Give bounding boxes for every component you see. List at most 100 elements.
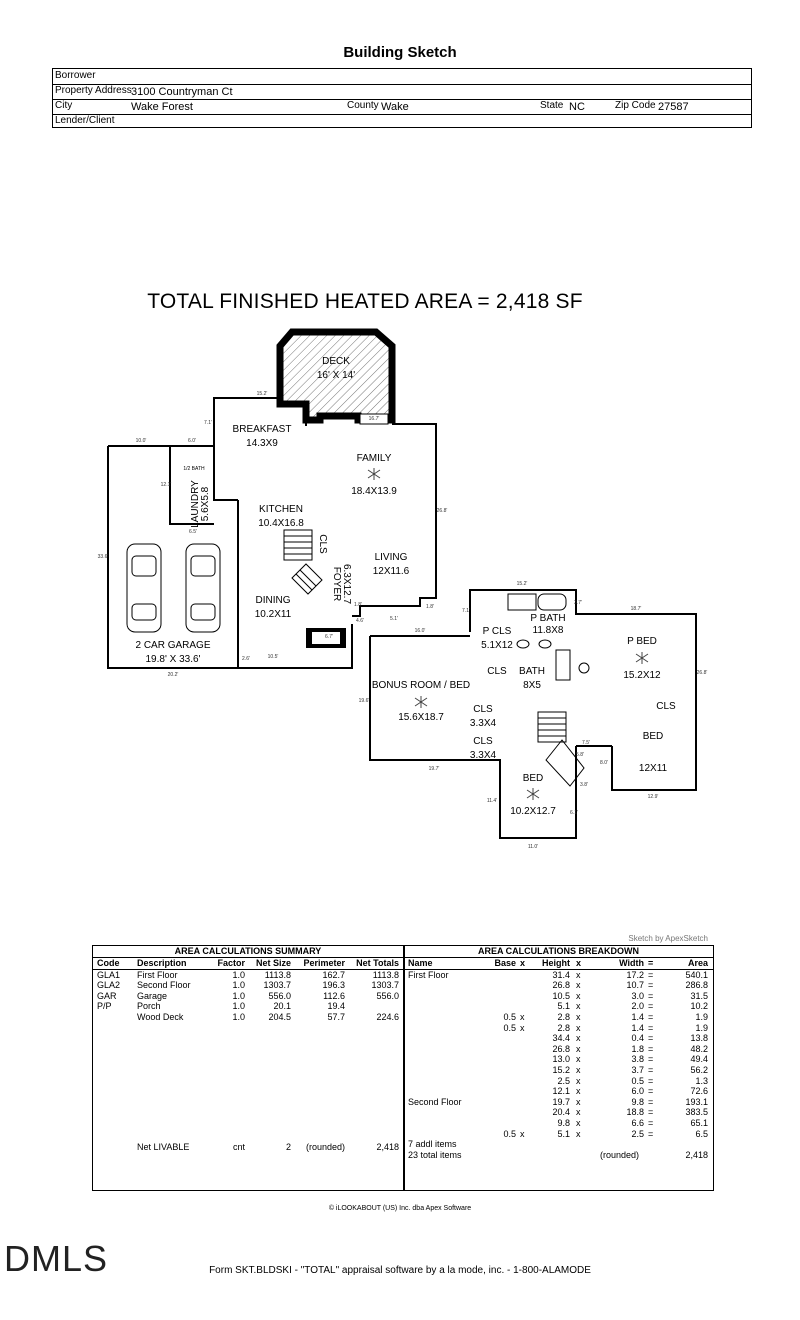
- summary-cell: 1303.7: [371, 980, 399, 991]
- breakdown-header-cell: Width: [619, 958, 644, 968]
- deck-outline: [276, 328, 396, 424]
- summary-cell: GAR: [97, 990, 117, 1001]
- breakdown-header-cell: Height: [542, 958, 570, 968]
- breakdown-cell: 15.2: [552, 1064, 570, 1075]
- dim-label: 7.1': [204, 420, 212, 426]
- living-label: LIVING: [375, 552, 408, 563]
- summary-cell: Porch: [137, 1001, 161, 1012]
- bed-south-size: 10.2X12.7: [510, 806, 556, 817]
- breakdown-cell: 26.8: [552, 1043, 570, 1054]
- summary-header-cell: Code: [97, 958, 120, 968]
- dim-label: 4.6': [356, 618, 364, 624]
- floor-plan: DECK 16' X 14' BREAKFAST 14.3X9 FAMILY 1…: [98, 328, 707, 850]
- ceiling-fan-icons: [367, 468, 649, 800]
- summary-cell: 1113.8: [264, 969, 291, 980]
- dim-label: 8.0': [600, 760, 608, 766]
- breakdown-cell: x: [520, 1022, 525, 1033]
- cls-label-3: CLS: [473, 736, 493, 747]
- summary-cell: 204.5: [268, 1011, 291, 1022]
- city-label: City: [55, 100, 73, 111]
- addl-items: 7 addl items: [408, 1139, 457, 1150]
- breakdown-cell: =: [648, 1001, 654, 1012]
- summary-cell: 1.0: [232, 990, 245, 1001]
- breakdown-cell: 2.8: [557, 1022, 570, 1033]
- dim-label: 12.1': [161, 482, 172, 488]
- breakdown-cell: 6.6: [631, 1117, 644, 1128]
- cls-first-label: CLS: [317, 534, 328, 554]
- breakdown-cell: =: [648, 1011, 654, 1022]
- dim-label: 19.7': [429, 766, 440, 772]
- breakdown-cell: =: [648, 969, 654, 980]
- breakdown-cell: 10.2: [690, 1001, 708, 1012]
- breakdown-cell: 6.0: [631, 1086, 644, 1097]
- city-value: Wake Forest: [131, 101, 193, 113]
- net-livable-count: 2: [285, 1142, 291, 1152]
- breakdown-cell: x: [576, 1001, 581, 1012]
- summary-title: AREA CALCULATIONS SUMMARY: [93, 946, 403, 958]
- area-summary-table: AREA CALCULATIONS SUMMARY Code Descripti…: [93, 946, 405, 1190]
- city-row: City Wake Forest County Wake State NC Zi…: [53, 99, 751, 115]
- breakdown-cell: x: [576, 1011, 581, 1022]
- breakdown-header-cell: Area: [687, 958, 708, 968]
- breakdown-cell: 13.0: [552, 1054, 570, 1065]
- lender-row: Lender/Client: [53, 114, 751, 129]
- cls-size-3: 3.3X4: [470, 750, 497, 761]
- pbed-label: P BED: [627, 636, 657, 647]
- breakdown-cell: 56.2: [690, 1064, 708, 1075]
- dim-label: 1.8': [426, 604, 434, 610]
- breakdown-cell: 1.9: [695, 1022, 708, 1033]
- kitchen-label: KITCHEN: [259, 504, 303, 515]
- breakdown-cell: =: [648, 990, 654, 1001]
- breakdown-cell: 193.1: [685, 1096, 708, 1107]
- breakdown-cell: First Floor: [408, 969, 449, 980]
- summary-cell: 556.0: [268, 990, 291, 1001]
- net-livable-label: Net LIVABLE: [137, 1142, 190, 1152]
- breakdown-cell: x: [520, 1128, 525, 1139]
- area-breakdown-table: AREA CALCULATIONS BREAKDOWN Name Base x …: [404, 946, 713, 1190]
- deck-size: 16' X 14': [317, 370, 355, 381]
- breakdown-cell: 31.5: [690, 990, 708, 1001]
- breakdown-cell: 6.5: [695, 1128, 708, 1139]
- breakdown-cell: x: [576, 1096, 581, 1107]
- breakdown-cell: 1.3: [695, 1075, 708, 1086]
- breakdown-cell: 1.4: [631, 1022, 644, 1033]
- breakdown-cell: 34.4: [552, 1033, 570, 1044]
- summary-header-row: Code Description Factor Net Size Perimet…: [93, 958, 403, 970]
- pbed-size: 15.2X12: [623, 670, 661, 681]
- breakdown-cell: 383.5: [685, 1107, 708, 1118]
- breakdown-cell: =: [648, 980, 654, 991]
- county-value: Wake: [381, 101, 409, 113]
- breakdown-header-cell: =: [648, 958, 654, 968]
- breakdown-cell: =: [648, 1033, 654, 1044]
- breakdown-header-cell: Base: [494, 958, 516, 968]
- dim-label: 16.0': [415, 628, 426, 634]
- breakdown-header-cell: x: [520, 958, 526, 968]
- breakdown-cell: 0.5: [631, 1075, 644, 1086]
- summary-cell: 1113.8: [372, 969, 399, 980]
- summary-cell: 1.0: [232, 1001, 245, 1012]
- breakdown-header-row: Name Base x Height x Width = Area: [404, 958, 713, 970]
- summary-header-cell: Net Totals: [356, 958, 399, 968]
- summary-cell: 1.0: [232, 1011, 245, 1022]
- breakdown-cell: x: [576, 1107, 581, 1118]
- dim-label: 3.8': [580, 782, 588, 788]
- summary-cell: P/P: [97, 1001, 112, 1012]
- breakdown-cell: 10.7: [626, 980, 644, 991]
- breakdown-cell: 9.8: [631, 1096, 644, 1107]
- breakdown-cell: x: [576, 969, 581, 980]
- address-row: Property Address 3100 Countryman Ct: [53, 84, 751, 100]
- living-size: 12X11.6: [373, 566, 410, 577]
- summary-header-cell: Factor: [217, 958, 245, 968]
- dining-label: DINING: [256, 595, 291, 606]
- breakdown-cell: x: [576, 1022, 581, 1033]
- breakdown-cell: x: [576, 1054, 581, 1065]
- net-livable-total: 2,418: [376, 1142, 399, 1152]
- kitchen-size: 10.4X16.8: [258, 518, 304, 529]
